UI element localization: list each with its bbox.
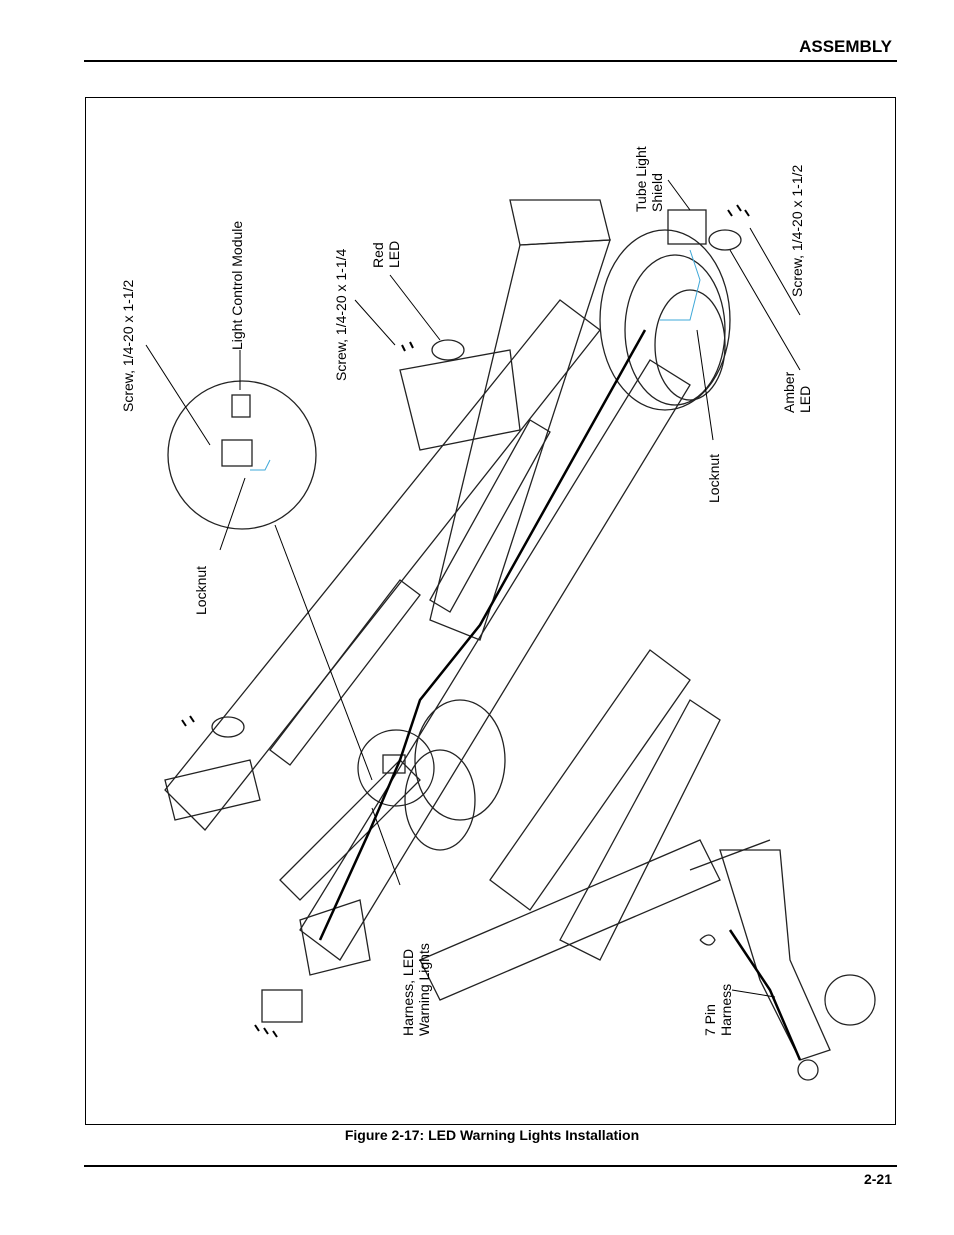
figure-frame xyxy=(85,97,896,1125)
callout-screw-right: Screw, 1/4-20 x 1-1/2 xyxy=(789,164,805,297)
implement-drawing xyxy=(145,179,876,1081)
section-title: ASSEMBLY xyxy=(799,37,892,56)
figure-caption: Figure 2-17: LED Warning Lights Installa… xyxy=(344,1127,640,1143)
callout-seven-pin-harness: 7 Pin Harness xyxy=(702,983,734,1036)
callout-red-led: Red LED xyxy=(370,240,402,268)
callout-harness-led: Harness, LED Warning Lights xyxy=(400,943,432,1036)
callout-amber-led: Amber LED xyxy=(781,371,813,413)
footer-rule xyxy=(84,1165,897,1167)
callout-light-control-module: Light Control Module xyxy=(229,220,245,350)
callout-tube-light-shield: Tube Light Shield xyxy=(633,146,665,212)
callout-screw-middle: Screw, 1/4-20 x 1-1/4 xyxy=(333,248,349,381)
page-number: 2-21 xyxy=(863,1171,892,1187)
callout-screw-left: Screw, 1/4-20 x 1-1/2 xyxy=(120,279,136,412)
callout-locknut-left: Locknut xyxy=(193,565,209,615)
callout-locknut-right: Locknut xyxy=(706,453,722,503)
header-rule xyxy=(84,60,897,62)
